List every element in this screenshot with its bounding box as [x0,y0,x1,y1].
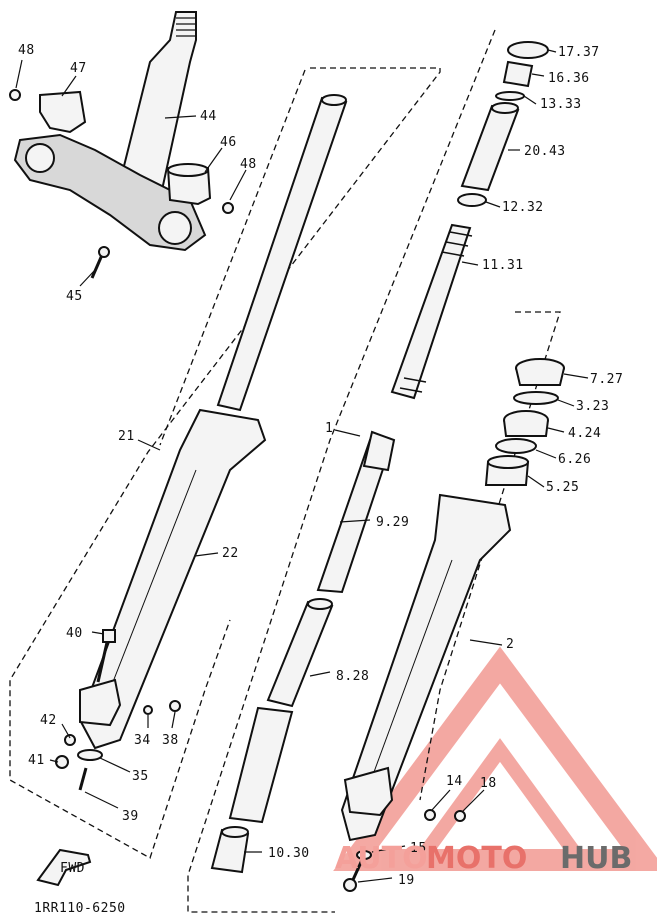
label-7-27: 7.27 [590,372,623,387]
leader-lines [15,49,589,883]
bolt-48a [9,89,21,101]
bolt-19 [343,850,372,892]
label-12-32: 12.32 [502,200,544,215]
dust-seal-7-27 [515,358,565,386]
bolt-48b [222,202,234,214]
clip-3-23 [513,391,559,405]
label-16-36: 16.36 [548,71,590,86]
label-4-24: 4.24 [568,426,601,441]
label-42: 42 [40,713,57,728]
oil-lock-10-30 [210,826,250,874]
label-41: 41 [28,753,45,768]
watermark-text: AUTO MOTO HUB [335,841,632,876]
forward-arrow: FWD [36,848,92,887]
label-3-23: 3.23 [576,399,609,414]
watermark-auto: AUTO [335,841,428,876]
label-14: 14 [446,774,463,789]
label-9-29: 9.29 [376,515,409,530]
under-bracket [13,133,207,252]
label-1: 1 [325,421,333,436]
axle-holder-right [343,766,394,817]
label-13-33: 13.33 [540,97,582,112]
bushing-5-25 [484,455,530,486]
label-40: 40 [66,626,83,641]
label-15: 15 [410,841,427,856]
washer-12-32 [457,193,487,207]
bearing-46 [166,163,212,206]
bolt-45 [90,246,110,279]
inner-tube [216,94,348,412]
right-slider [340,493,512,842]
watermark-triangle-inner [406,738,594,867]
label-5-25: 5.25 [546,480,579,495]
right-assembly-outline [187,29,496,913]
lower-sleeve [228,706,294,824]
label-2: 2 [506,637,514,652]
label-8-28: 8.28 [336,669,369,684]
rebound-spring [362,430,396,472]
label-38: 38 [162,733,179,748]
watermark-logo [333,646,657,871]
label-48-top: 48 [18,43,35,58]
label-39: 39 [122,809,139,824]
cap-bolt [495,41,549,101]
label-17-37: 17.37 [558,45,600,60]
diagram-code: 1RR110-6250 [34,901,126,916]
label-22: 22 [222,546,239,561]
clamp-47 [39,90,87,134]
watermark-hub: HUB [560,841,632,876]
oil-seal-4-24 [503,410,549,437]
part-labels: 48 47 44 46 48 45 21 22 40 42 34 38 41 3… [18,43,623,916]
bolt-40 [96,629,116,683]
spacer-20-43 [460,102,520,192]
label-35: 35 [132,769,149,784]
outer-tube-outline [419,311,561,801]
label-19: 19 [398,873,415,888]
label-34: 34 [134,733,151,748]
left-slider [78,408,267,750]
label-6-26: 6.26 [558,452,591,467]
washer-6-26 [495,438,537,454]
label-11-31: 11.31 [482,258,524,273]
label-45: 45 [66,289,83,304]
label-44: 44 [200,109,217,124]
forward-label: FWD [60,861,85,876]
sleeve-8-28 [266,598,334,708]
label-21: 21 [118,429,135,444]
watermark-moto: MOTO [426,841,527,876]
label-46: 46 [220,135,237,150]
label-18: 18 [480,776,497,791]
label-20-43: 20.43 [524,144,566,159]
label-47: 47 [70,61,87,76]
fork-spring [390,223,473,400]
small-parts-right [424,809,466,822]
label-10-30: 10.30 [268,846,310,861]
label-48-right: 48 [240,157,257,172]
axle-holder-left [79,678,122,727]
left-assembly-outline [9,67,441,859]
center-assembly-outline [159,69,306,446]
